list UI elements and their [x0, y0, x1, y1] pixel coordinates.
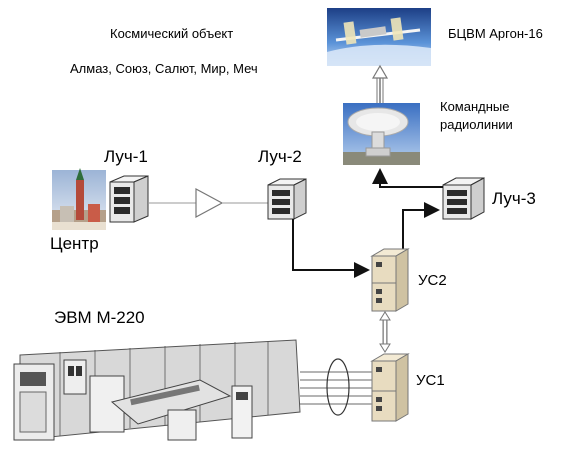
amplifier-icon [195, 187, 224, 219]
mainframe-bus [300, 358, 372, 416]
radio-dish-image [343, 103, 420, 165]
center-label: Центр [50, 234, 99, 253]
luch1-server-icon [109, 175, 149, 223]
command-radio-line1: Командные [440, 99, 510, 114]
link-luch2-us2 [292, 219, 370, 278]
space-object-title: Космический объект [110, 26, 234, 41]
us1-switch-icon [370, 353, 410, 422]
space-station-image [327, 8, 431, 66]
us2-label: УС2 [418, 272, 447, 289]
us2-switch-icon [370, 248, 410, 312]
link-luch3-dish [372, 168, 443, 188]
computer-m220-label: ЭВМ М-220 [54, 308, 145, 327]
link-us2-luch3 [402, 202, 440, 256]
space-object-names: Алмаз, Союз, Салют, Мир, Меч [70, 61, 258, 76]
command-radio-line2: радиолинии [440, 117, 513, 132]
luch2-label: Луч-2 [258, 147, 302, 166]
luch3-server-icon [442, 177, 485, 220]
center-building-image [52, 168, 106, 230]
mainframe-m220-image [13, 339, 301, 441]
luch3-label: Луч-3 [492, 189, 536, 208]
link-luch1-luch2 [148, 187, 268, 219]
us1-label: УС1 [416, 372, 445, 389]
bus-bundle-ellipse [326, 358, 350, 416]
luch1-label: Луч-1 [104, 147, 148, 166]
onboard-computer-label: БЦВМ Аргон-16 [448, 26, 543, 41]
link-us2-us1 [379, 311, 391, 353]
luch2-server-icon [267, 178, 307, 220]
uplink-arrow [371, 64, 389, 103]
